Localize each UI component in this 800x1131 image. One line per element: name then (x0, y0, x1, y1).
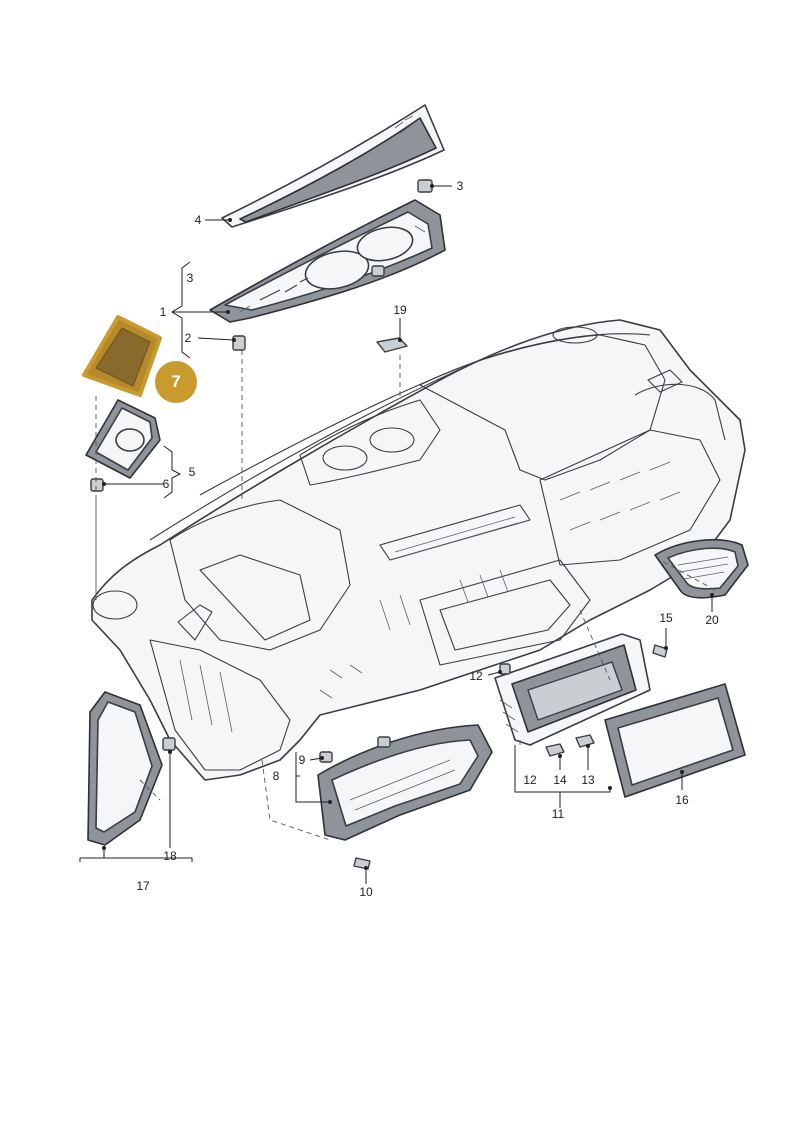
part-1-cluster-surround (209, 199, 446, 323)
part-2-clip (232, 335, 246, 351)
part-15-screw (652, 644, 668, 658)
part-19-clip (376, 337, 408, 353)
part-16-display-frame (604, 683, 746, 798)
dashboard-body (91, 319, 746, 781)
callout-17: 17 (136, 879, 150, 893)
callout-12-top: 12 (469, 669, 483, 683)
callout-1: 1 (159, 305, 167, 319)
callout-12-bottom: 12 (523, 773, 537, 787)
part-20-side-vent (654, 539, 749, 599)
highlighted-part-badge: 7 (155, 361, 197, 403)
callout-2: 2 (184, 331, 192, 345)
callout-15: 15 (659, 611, 673, 625)
part-11-display-unit (494, 633, 651, 746)
part-12-clip (499, 663, 511, 675)
part-8-instrument-cluster (317, 724, 493, 841)
callout-3-bracket: 3 (186, 271, 194, 285)
callout-8: 8 (272, 769, 280, 783)
callout-3-top: 3 (456, 179, 464, 193)
callout-13: 13 (581, 773, 595, 787)
callout-16: 16 (675, 793, 689, 807)
part-18-clip (162, 737, 176, 751)
callout-6: 6 (162, 477, 170, 491)
part-5-speaker-frame (85, 399, 161, 479)
callout-4: 4 (194, 213, 202, 227)
callout-11: 11 (551, 807, 565, 821)
callout-5: 5 (188, 465, 196, 479)
callout-9: 9 (298, 753, 306, 767)
part-4-dash-trim-strip (221, 104, 445, 228)
part-17-lower-cover (87, 691, 163, 846)
part-7-speaker-cover-highlighted (82, 315, 162, 397)
callout-14: 14 (553, 773, 567, 787)
callout-20: 20 (705, 613, 719, 627)
callout-18: 18 (163, 849, 177, 863)
part-3-clip-top (417, 179, 433, 193)
part-6-clip (90, 478, 104, 492)
part-13-14-clips (545, 734, 595, 757)
assembly-guide-lines (95, 350, 716, 841)
callout-10: 10 (359, 885, 373, 899)
callout-19: 19 (393, 303, 407, 317)
leader-dots (102, 184, 714, 870)
